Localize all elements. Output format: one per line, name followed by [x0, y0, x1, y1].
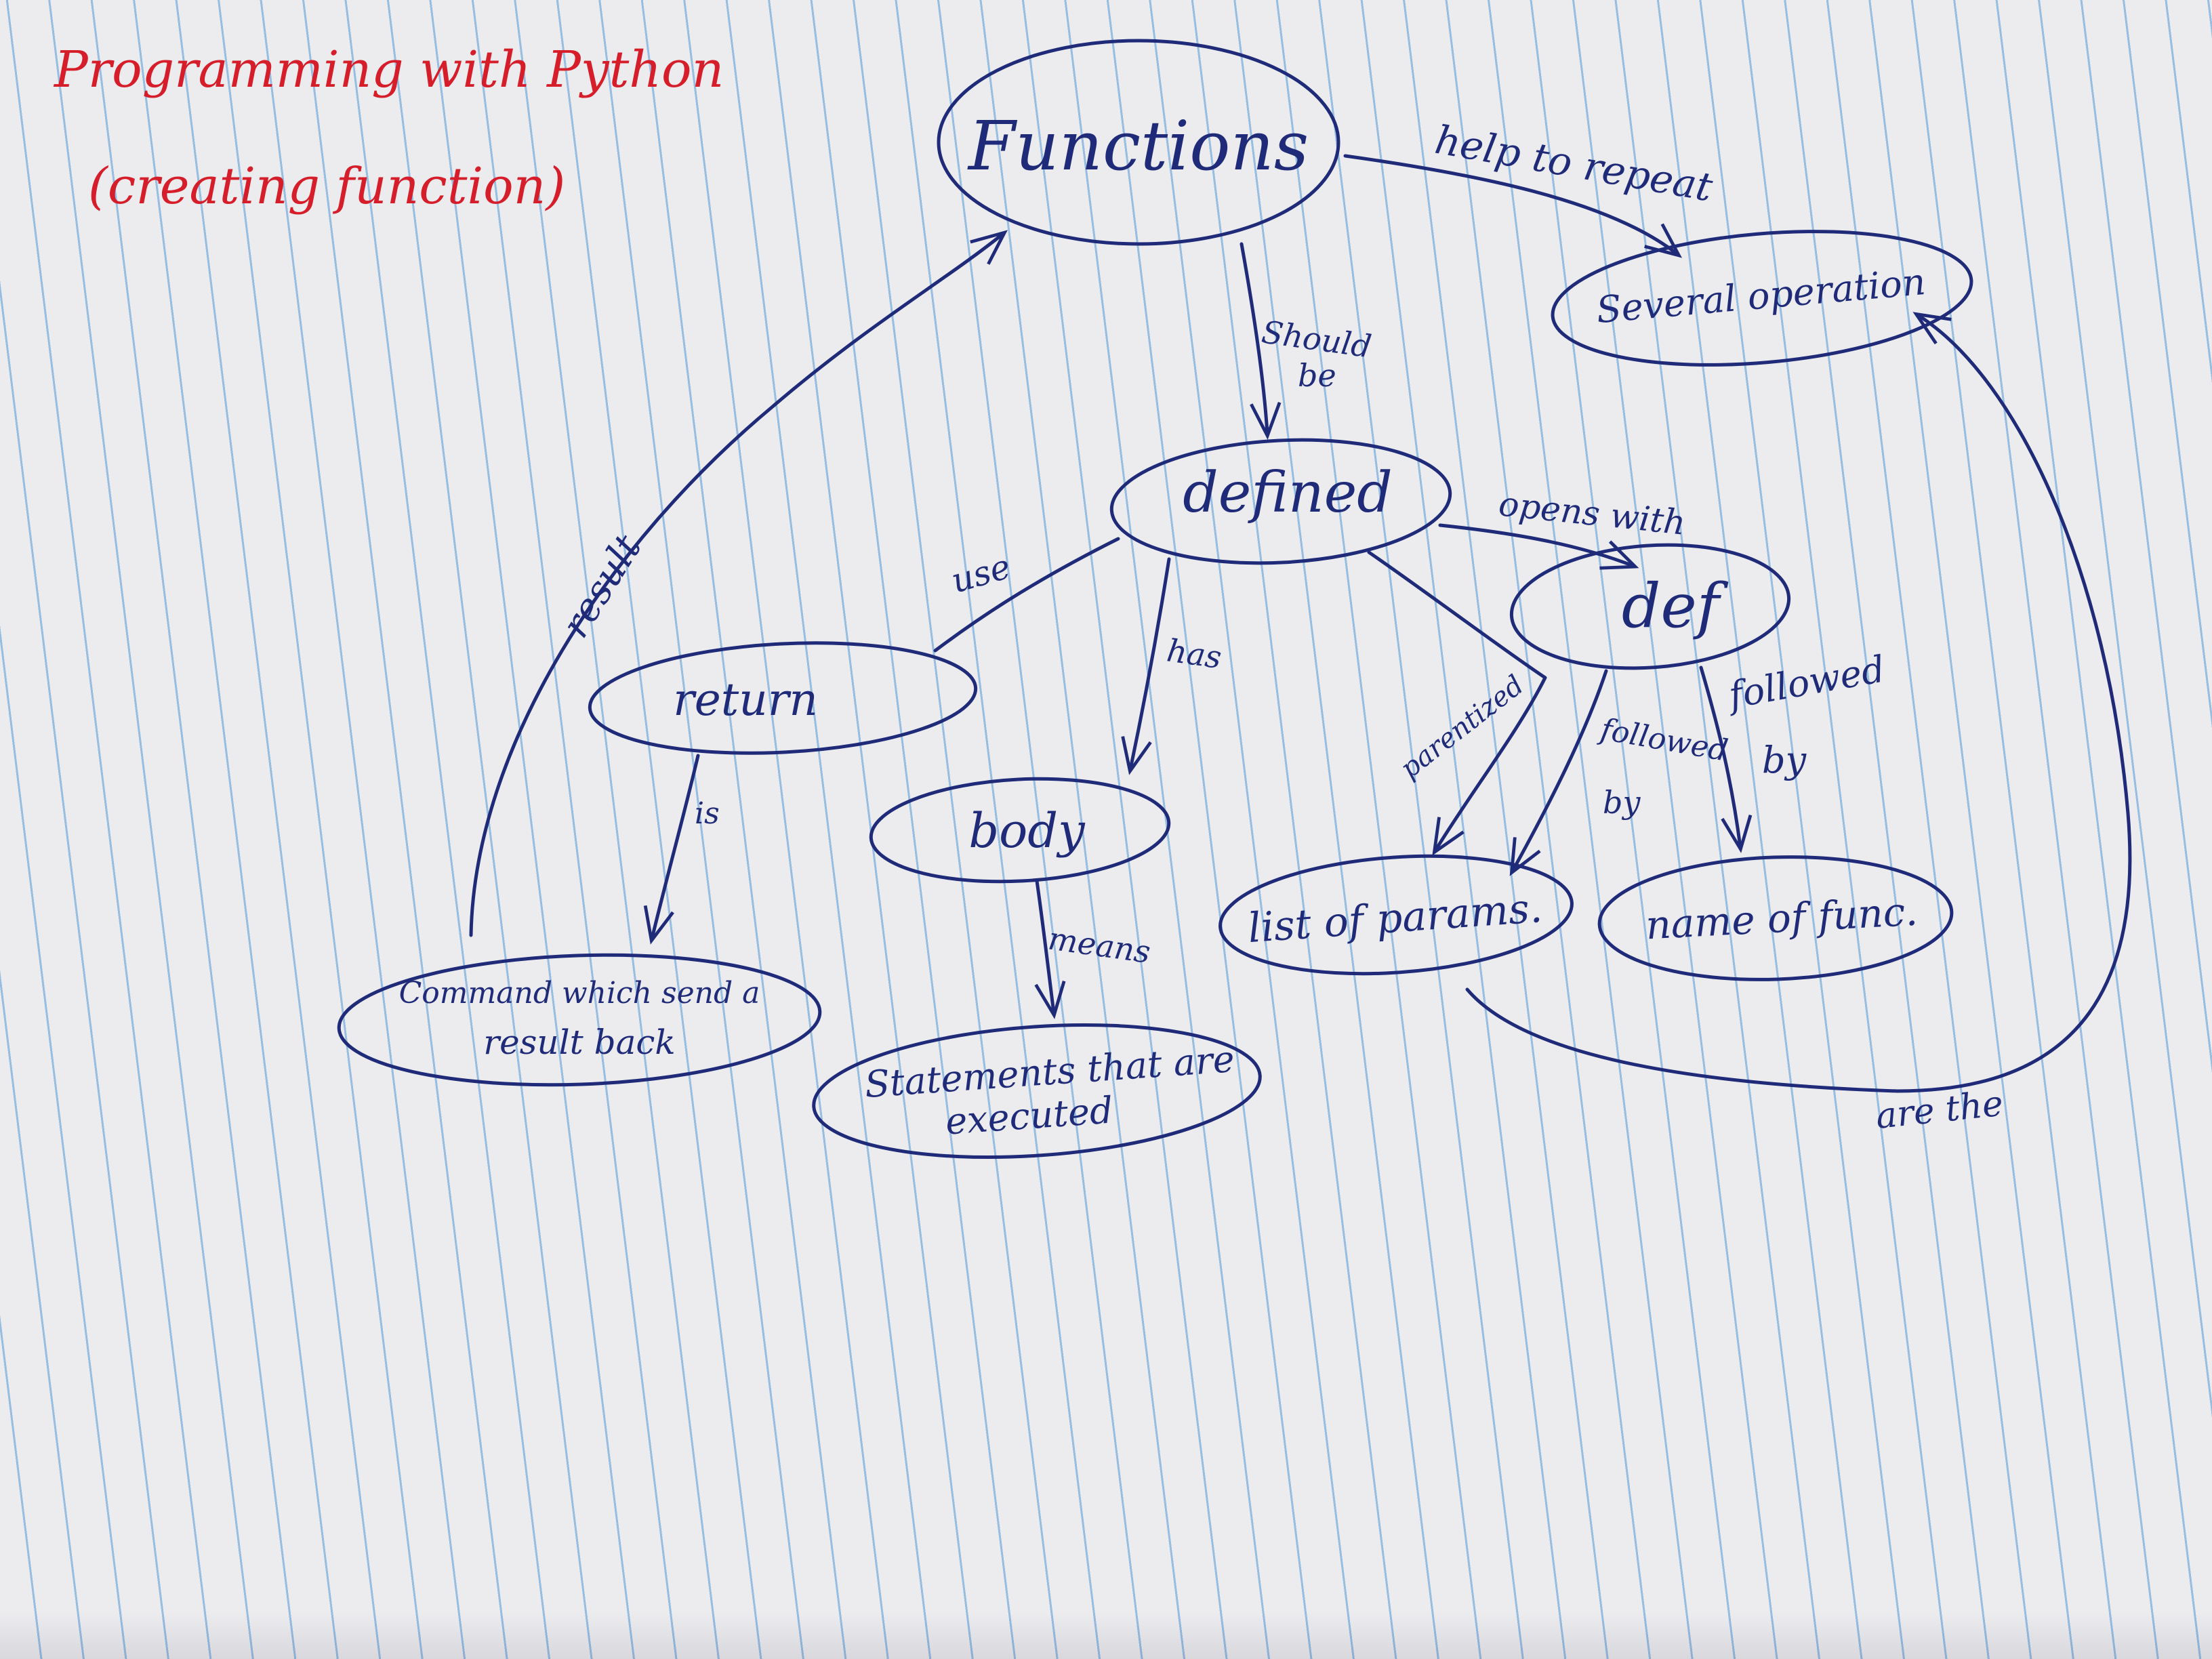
node-defined: defined: [1109, 438, 1452, 565]
edge-defined-to-list-of-params: [1367, 550, 1547, 856]
node-statements: Statements that are executed: [812, 1023, 1262, 1160]
edge-label-use: use: [947, 547, 1015, 601]
node-several-operation-label: Several operation: [1595, 260, 1927, 331]
node-def-label: def: [1622, 571, 1729, 642]
edge-label-be: be: [1298, 357, 1336, 394]
node-list-of-params: list of params.: [1218, 854, 1574, 976]
edge-label-followed-b: followed: [1723, 647, 1888, 717]
edge-defined-to-body: [1121, 557, 1171, 775]
node-body: body: [869, 777, 1171, 884]
edge-label-by-b: by: [1762, 739, 1807, 781]
node-name-of-func-label: name of func.: [1645, 888, 1919, 949]
title-line-1: Programming with Python: [53, 41, 724, 99]
edge-label-is: is: [695, 796, 720, 831]
node-def: def: [1509, 543, 1791, 670]
node-body-label: body: [968, 803, 1086, 859]
edge-defined-to-return: [933, 537, 1120, 653]
edge-return-to-command: [643, 754, 700, 945]
edge-functions-to-several-operation: [1343, 154, 1683, 258]
edge-list-of-params-to-several-operation: [1465, 312, 2132, 1093]
node-command-label-1: Command which send a: [399, 976, 760, 1010]
edge-defined-to-def: [1438, 523, 1639, 570]
edge-label-by-a: by: [1603, 784, 1641, 821]
edge-label-followed-a: followed: [1596, 712, 1730, 769]
node-command: Command which send a result back: [337, 953, 822, 1087]
node-several-operation: Several operation: [1551, 230, 1973, 367]
edge-label-help-to-repeat: help to repeat: [1432, 117, 1717, 211]
node-command-label-2: result back: [483, 1023, 675, 1062]
edge-label-means: means: [1046, 920, 1153, 970]
edge-label-parentized: parentized: [1395, 670, 1530, 785]
node-return: return: [588, 641, 978, 755]
edge-label-opens-with: opens with: [1497, 484, 1687, 543]
edge-command-to-functions: [469, 230, 1008, 937]
edge-def-to-list-of-params: [1509, 669, 1608, 876]
edge-body-to-statements: [1034, 879, 1066, 1019]
edge-functions-to-defined: [1240, 242, 1282, 440]
node-functions-label: Functions: [967, 106, 1309, 186]
node-defined-label: defined: [1183, 461, 1393, 525]
edge-label-result: result: [554, 527, 651, 646]
edge-def-to-name-of-func: [1699, 665, 1753, 853]
node-return-label: return: [673, 674, 818, 726]
node-list-of-params-label: list of params.: [1246, 884, 1544, 952]
node-name-of-func: name of func.: [1597, 855, 1954, 981]
node-functions: Functions: [937, 39, 1340, 246]
title-line-2: (creating function): [88, 157, 565, 216]
edge-label-has: has: [1164, 632, 1223, 676]
